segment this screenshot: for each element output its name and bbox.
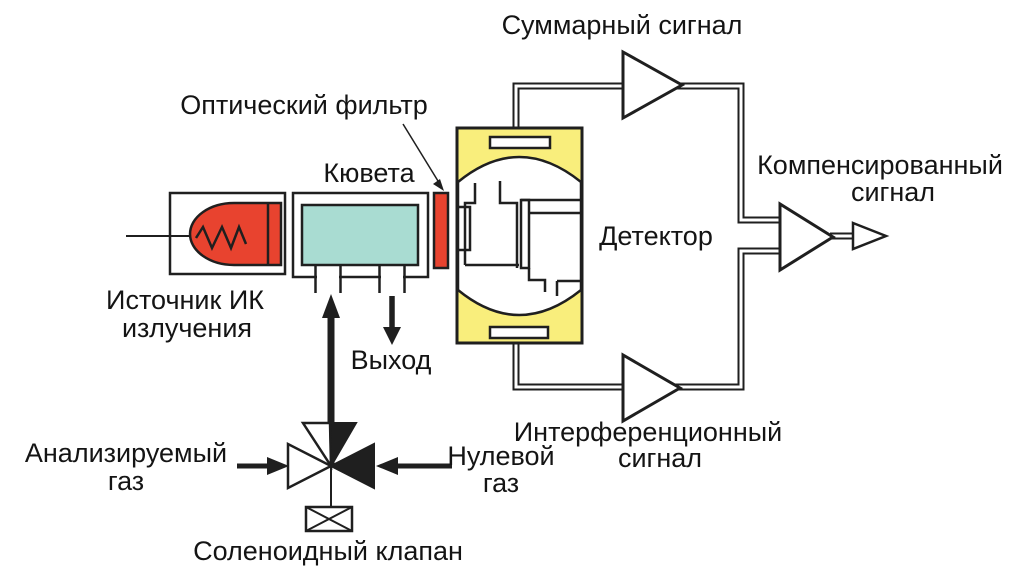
wire-sum-signal — [512, 82, 782, 224]
label-ir-source-line2: излучения — [122, 313, 252, 343]
gas-outlet-arrow — [383, 296, 401, 345]
label-ir-source-line1: Источник ИК — [106, 285, 264, 315]
solenoid-valve — [304, 466, 354, 533]
label-detector: Детектор — [599, 221, 713, 251]
amplifier-sum — [621, 49, 686, 121]
filament-zigzag-icon — [194, 223, 248, 252]
label-zero-gas-line1: Нулевой — [447, 441, 554, 471]
label-cuvette: Кювета — [323, 158, 415, 188]
ir-source — [126, 191, 287, 276]
detector-lens-cavity — [456, 155, 583, 317]
filter-pointer-line — [402, 123, 439, 182]
label-interference-signal-line1: Интерференционный — [514, 417, 782, 447]
label-gas-outlet: Выход — [351, 345, 432, 375]
optical-filter — [402, 123, 450, 270]
output-arrow-icon — [851, 221, 890, 251]
detector — [455, 126, 584, 345]
detector-chambers — [457, 181, 582, 296]
label-zero-gas-line2: газ — [483, 468, 519, 498]
label-analyzed-gas-line2: газ — [108, 466, 144, 496]
amplifier-compensated — [778, 201, 836, 273]
detector-bottom-slot — [488, 325, 550, 340]
label-analyzed-gas-line1: Анализируемый — [25, 438, 227, 468]
cuvette-gas-volume — [300, 203, 420, 267]
filter-pointer-arrowhead — [433, 179, 444, 191]
amplifier-interference — [621, 352, 683, 424]
cuvette — [291, 191, 430, 293]
label-optical-filter: Оптический фильтр — [180, 90, 428, 120]
zero-gas-arrow — [376, 457, 452, 475]
detector-top-slot — [488, 135, 552, 150]
wire-interference-signal — [512, 247, 782, 391]
label-sum-signal: Суммарный сигнал — [502, 10, 743, 40]
label-compensated-signal-line2: сигнал — [851, 177, 935, 207]
three-way-valve — [286, 421, 375, 491]
label-compensated-signal-line1: Компенсированный — [757, 150, 1003, 180]
label-solenoid-valve: Соленоидный клапан — [193, 536, 463, 566]
label-interference-signal-line2: сигнал — [618, 443, 702, 473]
analyzed-gas-arrow — [237, 457, 289, 475]
